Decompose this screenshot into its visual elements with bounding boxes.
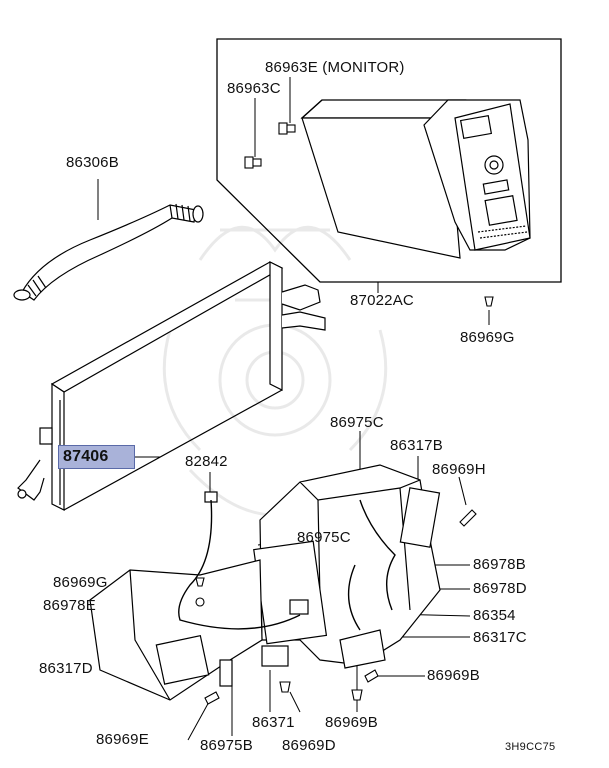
part-label-86317D[interactable]: 86317D (39, 660, 93, 677)
part-label-87406[interactable]: 87406 (63, 448, 109, 465)
monitor-inset-box (216, 38, 562, 283)
diagram-code: 3H9CC75 (505, 741, 556, 753)
part-label-86975B[interactable]: 86975B (200, 737, 253, 754)
part-label-86969H[interactable]: 86969H (432, 461, 486, 478)
hose-86306B (13, 203, 204, 301)
part-label-86306B[interactable]: 86306B (66, 154, 119, 171)
part-label-86371[interactable]: 86371 (252, 714, 295, 731)
part-label-86978B[interactable]: 86978B (473, 556, 526, 573)
part-label-86969G-left[interactable]: 86969G (53, 574, 108, 591)
wire-harness (178, 499, 396, 631)
part-label-86969B-right[interactable]: 86969B (427, 667, 480, 684)
condenser-87406 (17, 261, 326, 511)
part-label-86317B[interactable]: 86317B (390, 437, 443, 454)
part-label-86975C-mid[interactable]: 86975C (297, 529, 351, 546)
part-label-86969E[interactable]: 86969E (96, 731, 149, 748)
part-label-86963E-monitor[interactable]: 86963E (MONITOR) (265, 59, 405, 76)
part-label-87022AC[interactable]: 87022AC (350, 292, 414, 309)
part-label-82842[interactable]: 82842 (185, 453, 228, 470)
part-label-86975C-top[interactable]: 86975C (330, 414, 384, 431)
part-label-86978E[interactable]: 86978E (43, 597, 96, 614)
part-label-86969G-top[interactable]: 86969G (460, 329, 515, 346)
part-label-86969B-bottom[interactable]: 86969B (325, 714, 378, 731)
part-label-86969D[interactable]: 86969D (282, 737, 336, 754)
screws (195, 296, 494, 705)
monitor-unit (300, 99, 531, 259)
part-label-86317C[interactable]: 86317C (473, 629, 527, 646)
hvac-assembly (89, 464, 441, 701)
part-label-86963C[interactable]: 86963C (227, 80, 281, 97)
part-label-86354[interactable]: 86354 (473, 607, 516, 624)
part-label-86978D[interactable]: 86978D (473, 580, 527, 597)
highlight-box (58, 445, 135, 469)
screws-86963 (244, 122, 296, 169)
